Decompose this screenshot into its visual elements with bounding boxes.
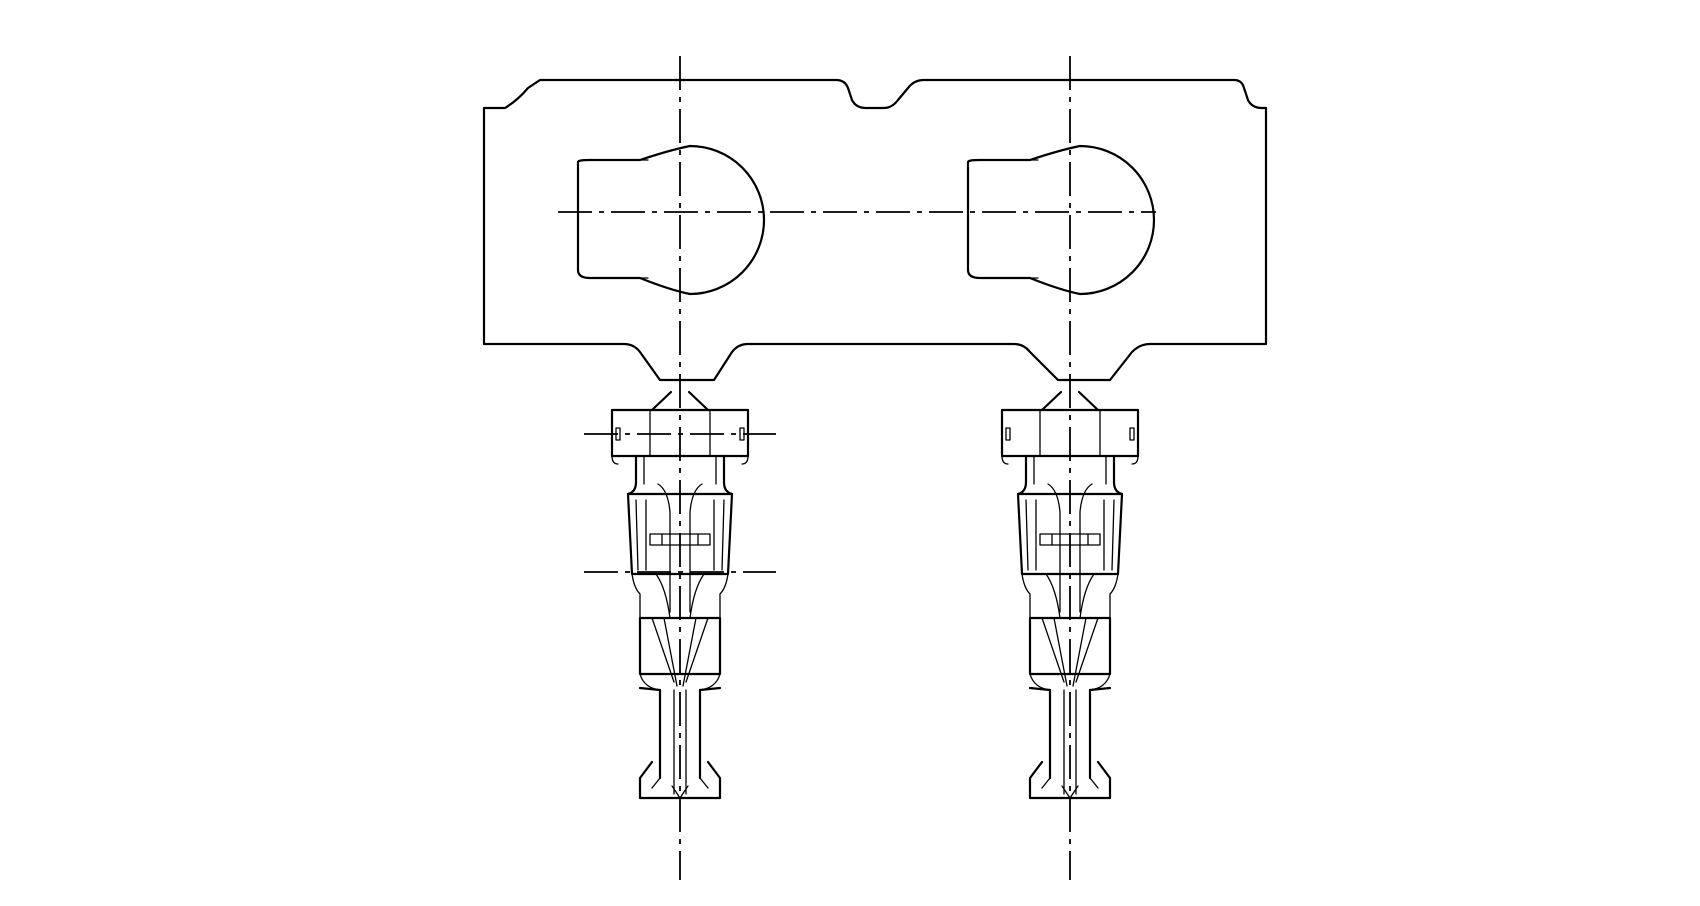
carrier-strip: [482, 78, 1268, 382]
centerlines: [558, 56, 1156, 880]
pilot-hole-right: [966, 144, 1156, 296]
pilot-hole-left: [576, 144, 766, 296]
